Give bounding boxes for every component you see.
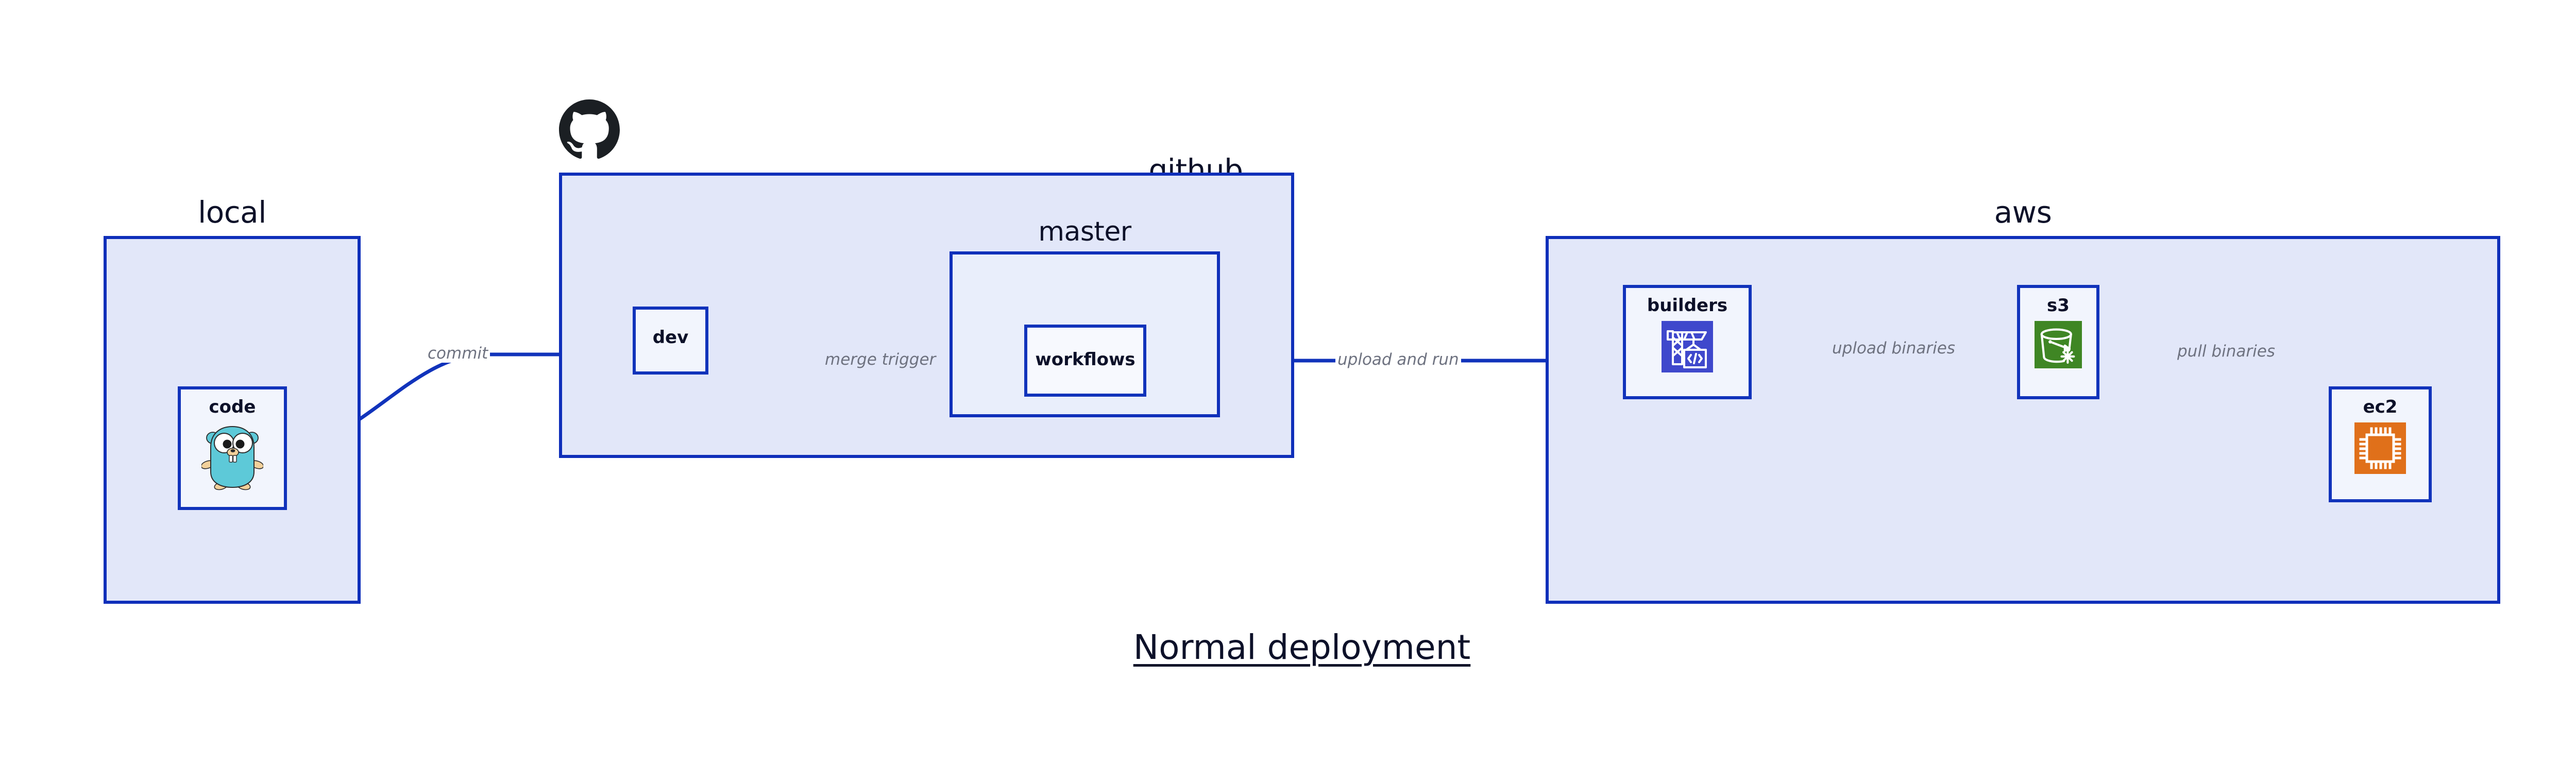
- group-label-local: local: [198, 195, 266, 230]
- edge-label-upload-binaries: upload binaries: [1830, 339, 1957, 358]
- node-label-builders: builders: [1647, 295, 1728, 316]
- aws-codebuild-icon: [1662, 321, 1713, 372]
- node-code[interactable]: code: [178, 386, 287, 510]
- edge-label-upload-and-run: upload and run: [1335, 350, 1461, 369]
- group-label-master: master: [1038, 216, 1131, 247]
- node-label-s3: s3: [2047, 295, 2070, 316]
- node-ec2[interactable]: ec2: [2329, 386, 2432, 502]
- node-label-dev: dev: [652, 327, 689, 348]
- github-octocat-icon: [559, 94, 621, 166]
- edge-label-pull-binaries: pull binaries: [2175, 342, 2277, 361]
- node-s3[interactable]: s3: [2017, 285, 2099, 399]
- edge-label-merge-trigger: merge trigger: [823, 350, 938, 369]
- edge-label-commit: commit: [426, 344, 490, 363]
- diagram-title: Normal deployment: [1133, 627, 1471, 667]
- group-label-aws: aws: [1994, 195, 2052, 230]
- node-label-workflows: workflows: [1035, 349, 1136, 370]
- aws-ec2-icon: [2354, 422, 2406, 474]
- node-workflows[interactable]: workflows: [1024, 325, 1146, 397]
- go-gopher-icon: [200, 422, 264, 493]
- aws-s3-icon: [2035, 321, 2082, 368]
- node-dev[interactable]: dev: [633, 307, 708, 375]
- node-builders[interactable]: builders: [1623, 285, 1752, 399]
- node-label-ec2: ec2: [2363, 397, 2398, 417]
- node-label-code: code: [209, 397, 256, 417]
